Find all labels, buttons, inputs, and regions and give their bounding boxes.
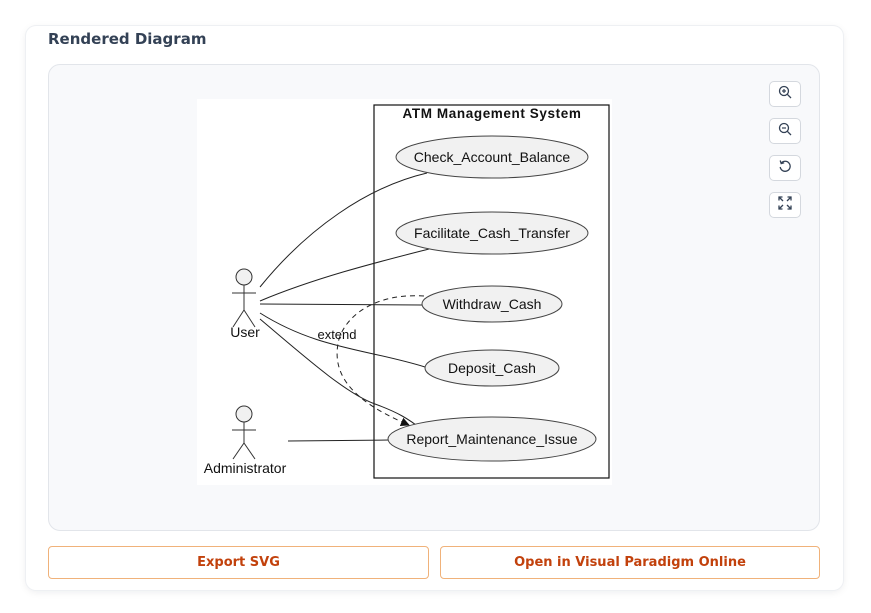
use-case-label: Facilitate_Cash_Transfer [414,225,570,241]
fit-screen-icon [778,195,792,215]
association-admin-maintenance [287,439,390,442]
zoom-out-button[interactable] [769,118,801,144]
use-case-check-account-balance: Check_Account_Balance [395,135,589,179]
use-case-label: Check_Account_Balance [414,149,571,165]
use-case-facilitate-cash-transfer: Facilitate_Cash_Transfer [395,211,589,255]
system-boundary [373,104,610,479]
extend-relation [336,295,425,427]
association-user-cash-transfer [259,248,430,302]
zoom-out-icon [778,122,792,141]
use-case-deposit-cash: Deposit_Cash [424,349,560,387]
zoom-in-icon [778,85,792,104]
use-case-report-maintenance-issue: Report_Maintenance_Issue [387,416,597,462]
diagram-viewer[interactable]: ATM Management System extend Check_Accou… [48,64,820,531]
use-case-withdraw-cash: Withdraw_Cash [421,285,563,323]
zoom-in-button[interactable] [769,81,801,107]
export-svg-button[interactable]: Export SVG [48,546,429,579]
association-user-check-balance [259,172,428,288]
use-case-diagram: ATM Management System extend Check_Accou… [197,99,612,485]
association-user-deposit [259,312,426,368]
rendered-diagram-card: Rendered Diagram ATM Management System [26,26,843,590]
system-title: ATM Management System [403,106,582,121]
reset-icon [778,159,792,178]
actor-user [232,268,256,328]
panel-title: Rendered Diagram [48,30,207,48]
extend-label: extend [317,327,356,342]
actor-administrator [232,405,256,460]
use-case-label: Report_Maintenance_Issue [406,431,577,447]
actor-user-label: User [230,324,260,340]
association-user-withdraw [259,303,423,306]
use-case-label: Withdraw_Cash [443,296,542,312]
use-case-label: Deposit_Cash [448,360,536,376]
reset-view-button[interactable] [769,155,801,181]
open-visual-paradigm-button[interactable]: Open in Visual Paradigm Online [440,546,820,579]
fit-screen-button[interactable] [769,192,801,218]
actor-administrator-label: Administrator [204,460,287,476]
